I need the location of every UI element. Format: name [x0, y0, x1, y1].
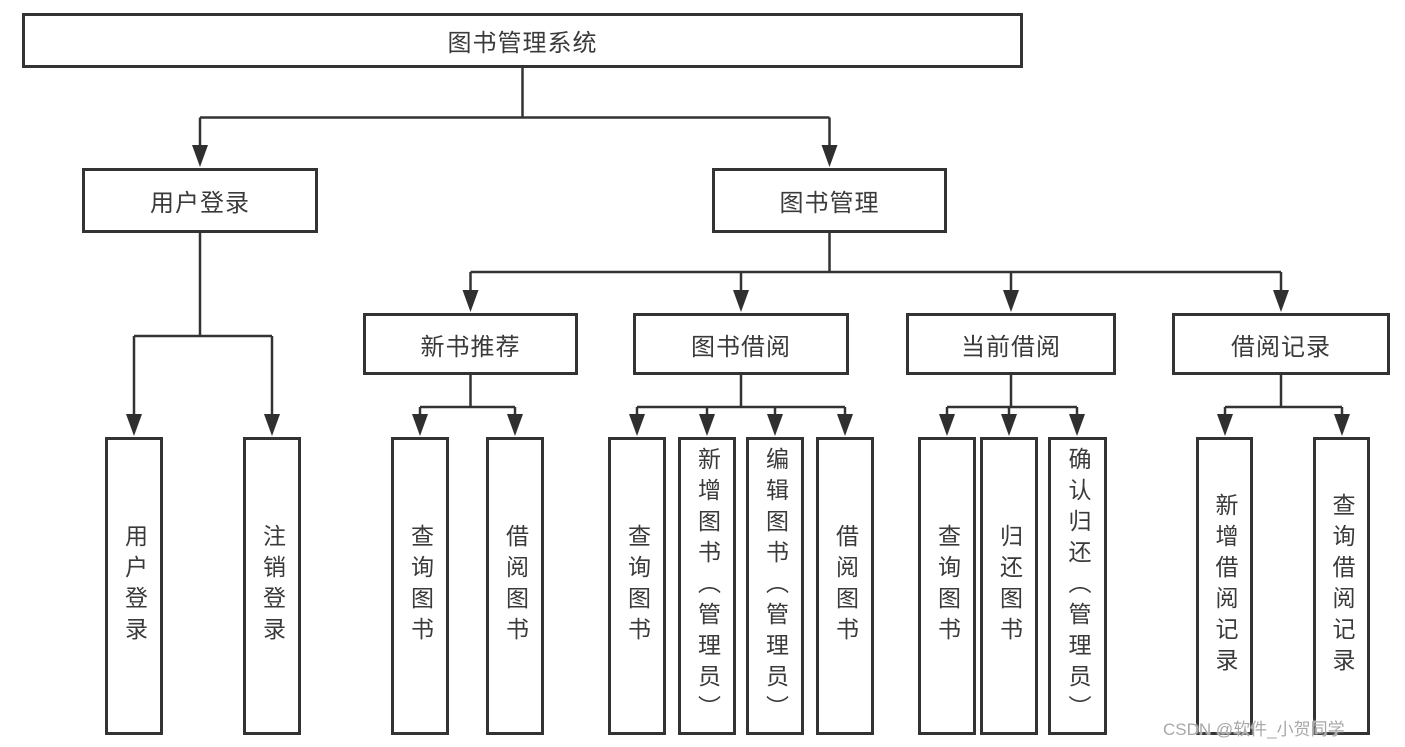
node-new-book-recommend: 新书推荐	[363, 313, 578, 375]
leaf-borrow-books-borrowing-label: 借阅图书	[832, 524, 859, 648]
node-book-management: 图书管理	[712, 168, 947, 233]
leaf-logout-label: 注销登录	[259, 524, 286, 648]
node-book-management-label: 图书管理	[779, 190, 880, 217]
leaf-add-book-admin: 新增图书（管理员）	[678, 437, 736, 735]
node-new-book-recommend-label: 新书推荐	[420, 333, 521, 361]
leaf-confirm-return-admin: 确认归还（管理员）	[1048, 437, 1107, 735]
node-root: 图书管理系统	[22, 13, 1023, 68]
leaf-add-borrow-record-label: 新增借阅记录	[1212, 493, 1238, 679]
node-book-borrowing: 图书借阅	[633, 313, 849, 375]
leaf-query-books-recommend: 查询图书	[391, 437, 449, 735]
leaf-query-books-borrowing: 查询图书	[608, 437, 666, 735]
leaf-confirm-return-admin-label: 确认归还（管理员）	[1065, 446, 1091, 726]
leaf-query-books-recommend-label: 查询图书	[407, 524, 434, 648]
leaf-user-login: 用户登录	[105, 437, 163, 735]
leaf-query-books-current: 查询图书	[918, 437, 976, 735]
node-borrow-records: 借阅记录	[1172, 313, 1390, 375]
node-book-borrowing-label: 图书借阅	[691, 333, 791, 361]
arrowheads	[126, 145, 1350, 436]
node-current-borrowing: 当前借阅	[906, 313, 1116, 375]
watermark: CSDN @软件_小贺同学	[1163, 720, 1345, 739]
node-borrow-records-label: 借阅记录	[1231, 333, 1331, 361]
leaf-edit-book-admin: 编辑图书（管理员）	[746, 437, 804, 735]
leaf-query-borrow-record-label: 查询借阅记录	[1329, 493, 1355, 679]
leaf-add-book-admin-label: 新增图书（管理员）	[694, 446, 721, 726]
leaf-user-login-label: 用户登录	[121, 524, 148, 648]
leaf-return-book-label: 归还图书	[996, 524, 1023, 648]
leaf-borrow-books-recommend-label: 借阅图书	[502, 524, 529, 648]
leaf-borrow-books-borrowing: 借阅图书	[816, 437, 874, 735]
node-root-label: 图书管理系统	[447, 30, 598, 57]
leaf-return-book: 归还图书	[980, 437, 1038, 735]
leaf-logout: 注销登录	[243, 437, 301, 735]
leaf-borrow-books-recommend: 借阅图书	[486, 437, 544, 735]
node-user-login: 用户登录	[82, 168, 318, 233]
leaf-add-borrow-record: 新增借阅记录	[1196, 437, 1253, 735]
node-user-login-label: 用户登录	[150, 190, 250, 217]
leaf-query-books-current-label: 查询图书	[934, 524, 961, 648]
leaf-edit-book-admin-label: 编辑图书（管理员）	[762, 446, 789, 726]
leaf-query-books-borrowing-label: 查询图书	[624, 524, 651, 648]
leaf-query-borrow-record: 查询借阅记录	[1313, 437, 1370, 735]
node-current-borrowing-label: 当前借阅	[961, 333, 1061, 361]
